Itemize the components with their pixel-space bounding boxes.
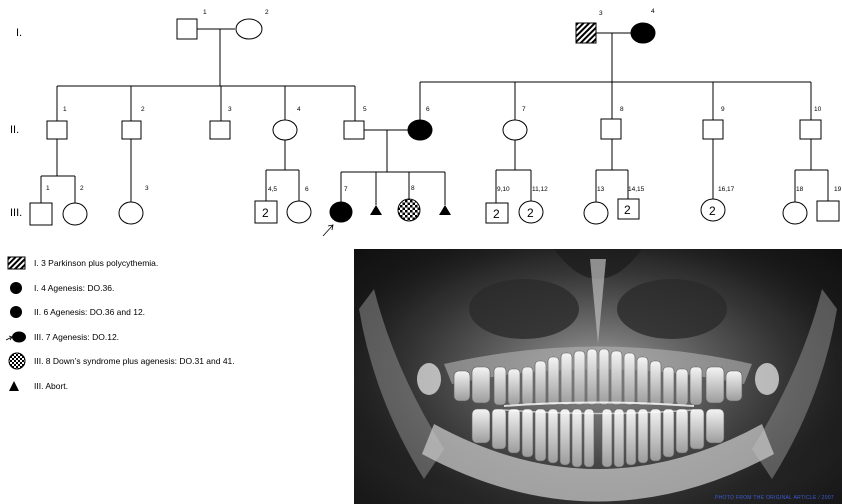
individual-i-4-affected [631,23,655,43]
checkered-circle-icon [6,352,28,370]
panoramic-xray-image: PHOTO FROM THE ORIGINAL ARTICLE / 2007 [354,249,842,504]
pedigree-legend: I. 3 Parkinson plus polycythemia. I. 4 A… [6,253,346,400]
legend-text: I. 3 Parkinson plus polycythemia. [34,258,158,268]
legend-text: II. 6 Agenesis: DO.36 and 12. [34,307,145,317]
label-i-2: 2 [265,9,269,16]
proband-arrow-icon [323,225,333,236]
label-ii-4: 4 [297,106,301,113]
xray-drawing [354,249,842,504]
label-i-1: 1 [203,9,207,16]
proband-filled-circle-icon [6,328,28,346]
generation-label-iii: III. [10,207,22,219]
individual-ii-5 [344,121,364,139]
label-iii-19: 19 [834,186,842,193]
label-ii-1: 1 [63,106,67,113]
generation-label-i: I. [16,27,22,39]
individual-iii-19 [817,201,839,221]
label-ii-2: 2 [141,106,145,113]
individual-ii-1 [47,121,67,139]
label-ii-10: 10 [814,106,822,113]
label-i-4: 4 [651,8,655,15]
label-ii-3: 3 [228,106,232,113]
label-iii-7: 7 [344,186,348,193]
legend-item: I. 4 Agenesis: DO.36. [6,278,346,298]
label-ii-7: 7 [522,106,526,113]
individual-ii-3 [210,121,230,139]
multiple-count-iii-9-10: 2 [493,207,500,221]
label-iii-4-5: 4,5 [268,186,277,193]
legend-item: I. 3 Parkinson plus polycythemia. [6,253,346,273]
legend-item: II. 6 Agenesis: DO.36 and 12. [6,302,346,322]
label-iii-2: 2 [80,185,84,192]
individual-ii-8 [601,119,621,139]
label-ii-9: 9 [721,106,725,113]
label-iii-14-15: 14,15 [628,186,645,193]
individual-iii-7-proband [330,202,352,222]
label-i-3: 3 [599,10,603,17]
individual-ii-9 [703,120,723,139]
individual-iii-3 [119,202,143,224]
individual-iii-1 [30,203,52,225]
pedigree-lines [41,29,828,205]
individual-i-3-affected [576,23,596,43]
label-iii-18: 18 [796,186,804,193]
individual-i-1 [177,19,197,39]
label-iii-6: 6 [305,186,309,193]
label-ii-8: 8 [620,106,624,113]
generation-label-ii: II. [10,124,19,136]
label-iii-11-12: 11,12 [532,186,548,193]
filled-circle-icon [6,279,28,297]
individual-iii-8-affected [398,199,420,221]
individual-ii-7 [503,120,527,140]
legend-text: III. 7 Agenesis: DO.12. [34,332,119,342]
individual-ii-6-affected [408,120,432,140]
legend-text: I. 4 Agenesis: DO.36. [34,283,114,293]
individual-i-2 [236,19,262,39]
label-iii-1: 1 [46,185,50,192]
label-ii-6: 6 [426,106,430,113]
label-iii-13: 13 [597,186,605,193]
label-iii-3: 3 [145,185,149,192]
hatched-square-icon [6,254,28,272]
legend-text: III. 8 Down’s syndrome plus agenesis: DO… [34,356,235,366]
xray-watermark: PHOTO FROM THE ORIGINAL ARTICLE / 2007 [715,495,834,501]
label-ii-5: 5 [363,106,367,113]
individual-iii-13 [584,202,608,224]
individual-ii-4 [273,120,297,140]
individual-iii-18 [783,202,807,224]
label-iii-16-17: 16,17 [718,186,735,193]
multiple-count-iii-14-15: 2 [624,203,631,217]
legend-item: III. Abort. [6,376,346,396]
individual-ii-10 [800,120,821,139]
legend-item: III. 8 Down’s syndrome plus agenesis: DO… [6,351,346,371]
legend-text: III. Abort. [34,381,68,391]
individual-ii-2 [122,121,141,139]
multiple-count-iii-11-12: 2 [527,206,534,220]
multiple-count-iii-16-17: 2 [709,204,716,218]
individual-iii-6 [287,201,311,223]
multiple-count-iii-4-5: 2 [262,206,269,220]
individual-iii-abort-1 [370,205,382,215]
legend-item: III. 7 Agenesis: DO.12. [6,327,346,347]
filled-triangle-icon [6,377,28,395]
label-iii-8: 8 [411,185,415,192]
individual-iii-abort-2 [439,205,451,215]
label-iii-9-10: 9,10 [497,186,510,193]
filled-circle-icon [6,303,28,321]
individual-iii-2 [63,203,87,225]
